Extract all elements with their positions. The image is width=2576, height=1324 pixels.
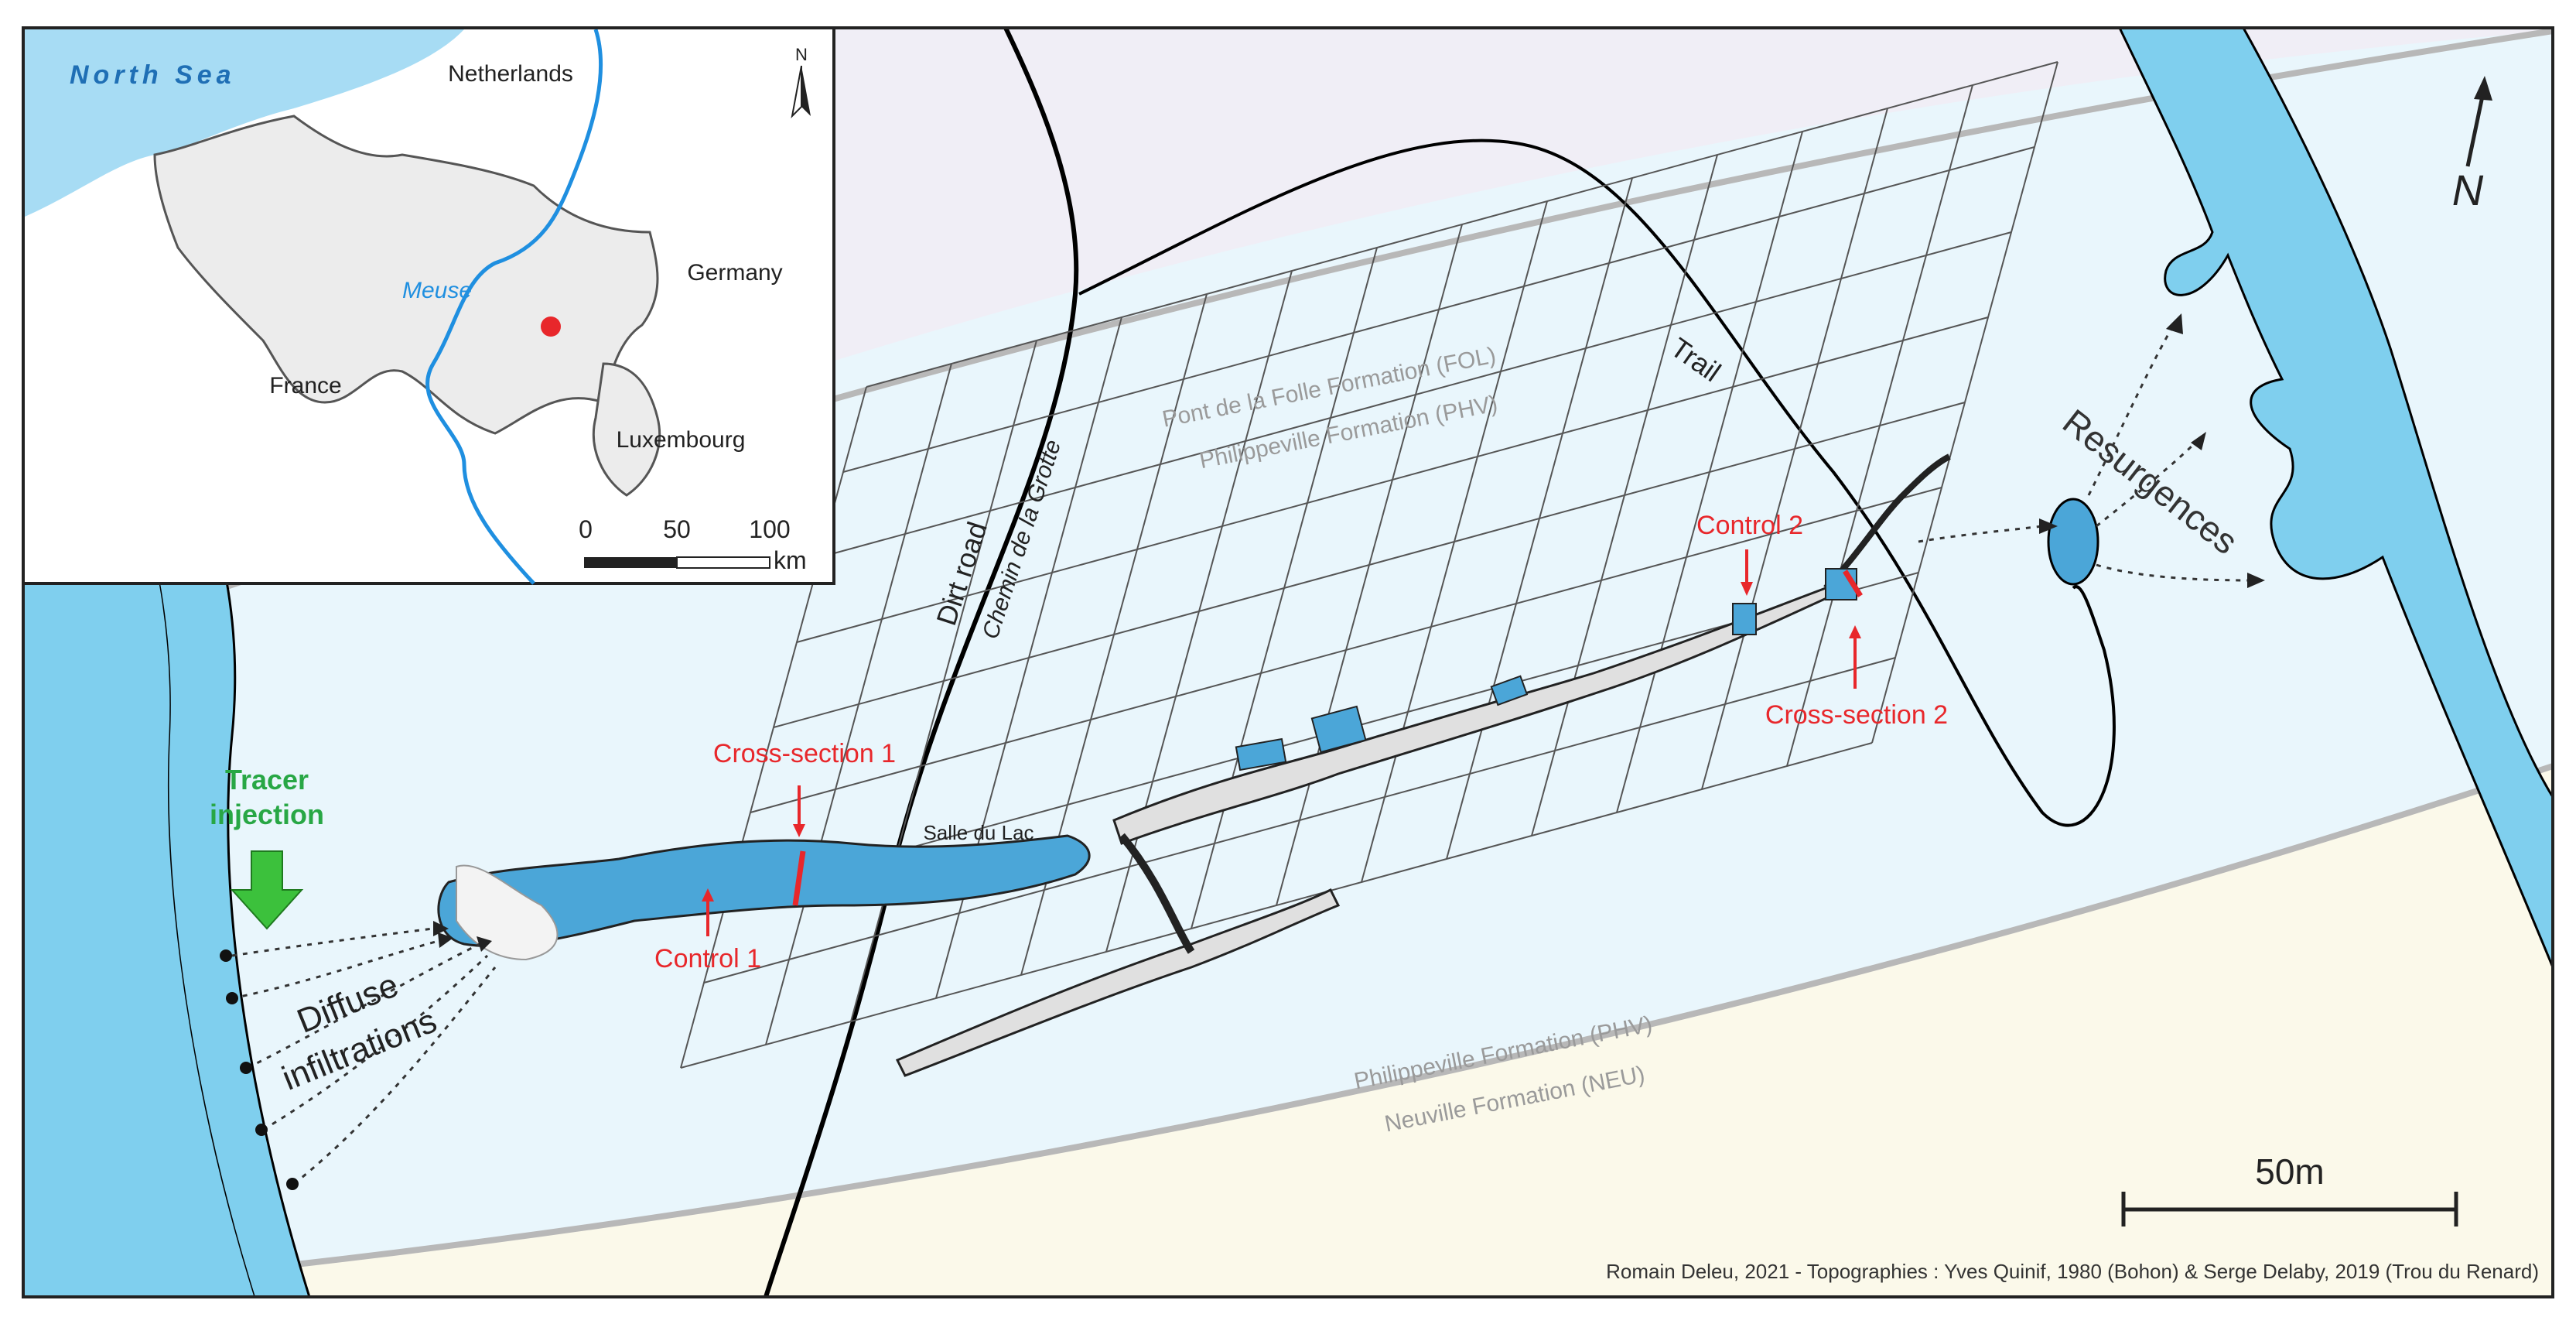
grid-line xyxy=(703,657,1896,984)
study-site-marker xyxy=(541,316,561,337)
grid-line xyxy=(750,487,1942,813)
inset-meuse-river xyxy=(425,29,603,585)
inset-north-arrow-icon: N xyxy=(791,45,811,118)
cave-junction-gallery xyxy=(1119,833,1195,954)
grid-line xyxy=(819,231,2012,558)
inset-north-letter: N xyxy=(795,45,808,64)
cave-lower-gallery xyxy=(895,888,1341,1077)
tracer-injection-label-1: Tracer xyxy=(225,764,309,795)
grid-line xyxy=(773,402,1966,728)
tracer-injection-label-2: injection xyxy=(210,799,324,830)
cross-section-1-label: Cross-section 1 xyxy=(713,739,896,768)
inset-north-sea: North Sea xyxy=(70,60,236,90)
left-stream-right-bank xyxy=(23,286,309,1297)
cave-pool-4 xyxy=(1732,603,1757,635)
salle-du-lac-label: Salle du Lac xyxy=(923,821,1033,844)
cave-system xyxy=(437,453,1951,1077)
inset-scale-tick-0: 0 xyxy=(579,515,593,543)
cross-section-2-arrowhead xyxy=(1849,625,1861,638)
resurgence-lake xyxy=(2047,498,2099,586)
cross-section-1-arrowhead xyxy=(793,824,805,837)
diffuse-infiltration-arrows xyxy=(231,927,497,1185)
inset-meuse: Meuse xyxy=(402,278,472,303)
control-1-label: Control 1 xyxy=(654,944,761,973)
north-arrow-icon: N xyxy=(2452,76,2492,214)
control-1-arrowhead xyxy=(702,888,714,901)
inset-france: France xyxy=(269,373,341,399)
trail-line xyxy=(1078,139,2116,827)
cross-section-1-bar xyxy=(792,850,806,906)
cave-pool-2 xyxy=(1310,705,1367,754)
injection-points xyxy=(220,949,299,1190)
grid-line xyxy=(796,316,1989,643)
credits: Romain Deleu, 2021 - Topographies : Yves… xyxy=(1606,1260,2539,1283)
cave-upper-passage xyxy=(1823,453,1951,590)
cross-section-2-label: Cross-section 2 xyxy=(1765,700,1948,730)
inset-scale-tick-2: 100 xyxy=(749,515,790,543)
control-2-arrowhead xyxy=(1741,582,1753,596)
grid-line xyxy=(866,61,2058,388)
north-letter: N xyxy=(2452,166,2484,214)
resurgence-arrows xyxy=(1918,324,2252,582)
neu-formation-zone xyxy=(23,766,2553,1297)
location-inset: North Sea Netherlands Germany France Lux… xyxy=(22,26,835,585)
inset-scale-unit: km xyxy=(774,546,807,574)
scale-bar-label: 50m xyxy=(2255,1151,2324,1192)
inset-scale-bar: 0 50 100 km xyxy=(579,515,807,574)
resurgence-arrowheads xyxy=(2039,313,2265,588)
cave-pool-3 xyxy=(1490,675,1529,706)
inflow-arrowheads xyxy=(433,921,492,952)
control-2-label: Control 2 xyxy=(1696,511,1803,540)
grid-line xyxy=(842,146,2035,473)
cave-pool-1 xyxy=(1235,737,1287,771)
outer-frame xyxy=(22,26,2554,1298)
phv-neu-boundary xyxy=(22,763,2554,1295)
grid-line xyxy=(680,742,1873,1069)
inset-sea xyxy=(25,29,464,217)
cross-section-2-bar xyxy=(1843,570,1863,597)
dirt-road-line xyxy=(764,26,1079,1298)
inset-luxembourg xyxy=(592,362,661,497)
inset-luxembourg-label: Luxembourg xyxy=(617,427,746,453)
inset-netherlands: Netherlands xyxy=(448,61,573,87)
right-stream xyxy=(2117,26,2554,968)
inset-germany: Germany xyxy=(687,260,782,286)
scale-bar: 50m xyxy=(2121,1151,2458,1226)
tracer-injection-arrow xyxy=(230,850,304,930)
inset-scale-tick-1: 50 xyxy=(663,515,691,543)
